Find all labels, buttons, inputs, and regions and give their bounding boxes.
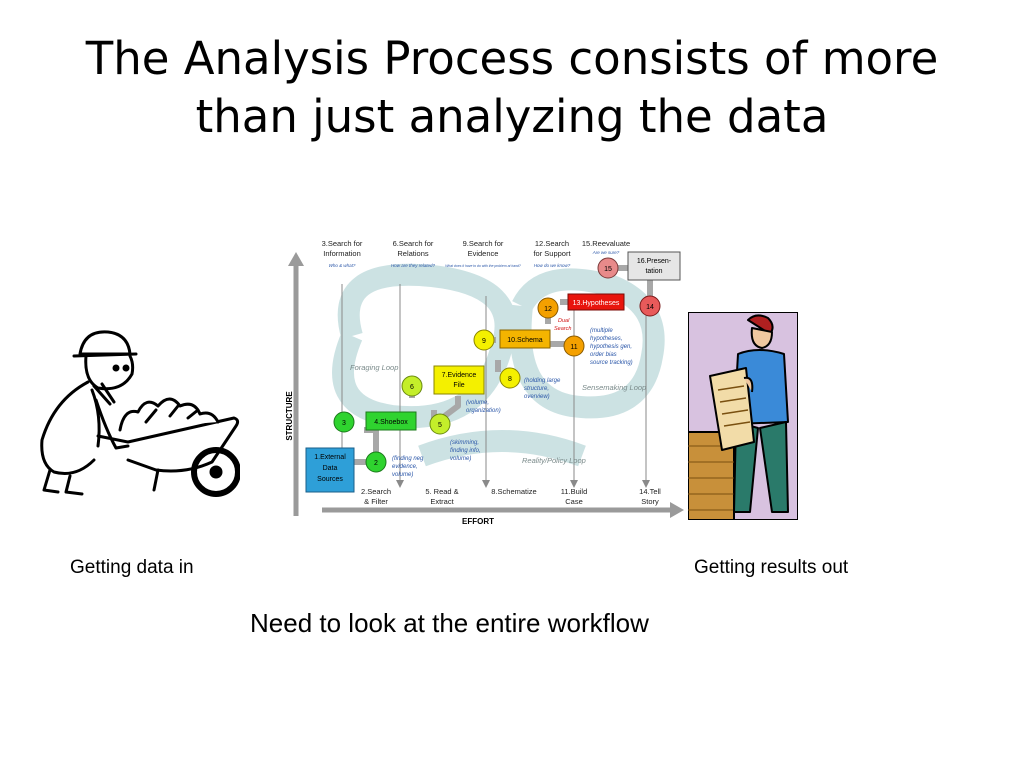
getting-results-out-caption: Getting results out bbox=[694, 557, 849, 578]
note-step-8: (holding large structure, overview) bbox=[524, 378, 561, 400]
top-label-12-line2: for Support bbox=[533, 249, 571, 258]
svg-text:(skimming,: (skimming, bbox=[450, 440, 479, 446]
box-7-evidence-file: 7.Evidence File bbox=[433, 365, 485, 395]
svg-text:(multiple: (multiple bbox=[590, 328, 613, 334]
svg-text:4.Shoebox: 4.Shoebox bbox=[374, 419, 408, 426]
bottom-label-2-line1: 2.Search bbox=[361, 487, 391, 496]
top-label-3-sub: Who & what? bbox=[329, 263, 356, 268]
top-label-12-line1: 12.Search bbox=[535, 239, 569, 248]
svg-text:source tracking): source tracking) bbox=[590, 360, 633, 366]
svg-text:Data: Data bbox=[323, 465, 338, 472]
axis-label-effort: EFFORT bbox=[462, 517, 494, 526]
svg-text:hypotheses,: hypotheses, bbox=[590, 336, 622, 342]
wheelbarrow-worker-illustration bbox=[40, 330, 240, 497]
svg-text:8: 8 bbox=[508, 376, 512, 383]
bottom-label-5-line2: Extract bbox=[430, 497, 454, 506]
slide-title: The Analysis Process consists of more th… bbox=[40, 30, 984, 146]
note-step-7: (volume, organization) bbox=[466, 400, 501, 414]
svg-text:hypothesis gen,: hypothesis gen, bbox=[590, 344, 632, 350]
axis-label-structure: STRUCTURE bbox=[285, 391, 294, 441]
svg-text:7.Evidence: 7.Evidence bbox=[442, 372, 477, 379]
step-circle-9: 9 bbox=[473, 329, 495, 351]
step-circle-2: 2 bbox=[365, 451, 387, 473]
step-circle-11: 11 bbox=[563, 335, 585, 357]
top-label-9-sub: What does it have to do with the problem… bbox=[445, 264, 521, 268]
svg-text:organization): organization) bbox=[466, 408, 501, 414]
top-label-6-line2: Relations bbox=[397, 249, 429, 258]
svg-text:12: 12 bbox=[544, 306, 552, 313]
top-label-3-line1: 3.Search for bbox=[322, 239, 363, 248]
top-label-9-line1: 9.Search for bbox=[463, 239, 504, 248]
getting-data-in-caption: Getting data in bbox=[70, 557, 194, 578]
step-circle-8: 8 bbox=[499, 367, 521, 389]
box-13-hypotheses: 13.Hypotheses bbox=[567, 293, 625, 311]
bottom-label-11-line2: Case bbox=[565, 497, 583, 506]
svg-text:13.Hypotheses: 13.Hypotheses bbox=[573, 300, 620, 307]
box-16-presentation: 16.Presen- tation bbox=[627, 251, 681, 281]
svg-text:Search: Search bbox=[554, 326, 571, 332]
top-label-9-line2: Evidence bbox=[468, 249, 499, 258]
bottom-label-2-line2: & Filter bbox=[364, 497, 388, 506]
foraging-loop-label: Foraging Loop bbox=[350, 363, 398, 372]
step-circle-5: 5 bbox=[429, 413, 451, 435]
top-label-6-sub: How are they related? bbox=[391, 263, 436, 268]
top-label-15-line1: 15.Reevaluate bbox=[582, 239, 630, 248]
title-line-1: The Analysis Process consists of more bbox=[85, 32, 939, 85]
svg-text:1.External: 1.External bbox=[314, 454, 346, 461]
top-label-3-line2: Information bbox=[323, 249, 361, 258]
svg-text:6: 6 bbox=[410, 384, 414, 391]
svg-text:5: 5 bbox=[438, 422, 442, 429]
svg-text:2: 2 bbox=[374, 460, 378, 467]
svg-text:Sources: Sources bbox=[317, 476, 343, 483]
note-dual-search: Dual Search bbox=[554, 318, 571, 332]
step-circle-3: 3 bbox=[333, 411, 355, 433]
svg-text:11: 11 bbox=[570, 344, 577, 351]
svg-text:evidence,: evidence, bbox=[392, 464, 418, 470]
svg-text:Dual: Dual bbox=[558, 318, 570, 324]
step-circle-6: 6 bbox=[401, 375, 423, 397]
svg-text:structure,: structure, bbox=[524, 386, 549, 392]
svg-text:finding info,: finding info, bbox=[450, 448, 481, 454]
bottom-label-8-line1: 8.Schematize bbox=[491, 487, 536, 496]
bottom-label-5-line1: 5. Read & bbox=[425, 487, 458, 496]
svg-text:15: 15 bbox=[604, 266, 612, 273]
svg-text:(volume,: (volume, bbox=[466, 400, 489, 406]
svg-text:9: 9 bbox=[482, 338, 486, 345]
bottom-label-11-line1: 11.Build bbox=[561, 487, 588, 496]
step-circle-12: 12 bbox=[537, 297, 559, 319]
svg-text:10.Schema: 10.Schema bbox=[507, 337, 543, 344]
svg-text:overview): overview) bbox=[524, 394, 550, 400]
step-circle-15: 15 bbox=[597, 257, 619, 279]
top-label-15-sub: Are we sure? bbox=[592, 250, 620, 255]
svg-text:volume): volume) bbox=[392, 472, 413, 478]
presenter-reading-illustration bbox=[688, 312, 798, 520]
svg-text:14: 14 bbox=[646, 304, 654, 311]
note-step-5: (skimming, finding info, volume) bbox=[450, 440, 481, 462]
title-line-2: than just analyzing the data bbox=[195, 90, 829, 143]
svg-text:16.Presen-: 16.Presen- bbox=[637, 258, 672, 265]
workflow-note: Need to look at the entire workflow bbox=[250, 608, 649, 638]
svg-text:(holding large: (holding large bbox=[524, 378, 561, 384]
reality-policy-loop-label: Reality/Policy Loop bbox=[522, 456, 586, 465]
svg-text:order bias: order bias bbox=[590, 352, 617, 358]
note-step-11: (multiple hypotheses, hypothesis gen, or… bbox=[590, 328, 633, 366]
box-1-external-data-sources: 1.External Data Sources bbox=[305, 447, 355, 493]
svg-text:3: 3 bbox=[342, 420, 346, 427]
note-step-2: (finding neg evidence, volume) bbox=[392, 456, 424, 478]
svg-text:tation: tation bbox=[645, 268, 662, 275]
sensemaking-loop-label: Sensemaking Loop bbox=[582, 383, 646, 392]
svg-text:volume): volume) bbox=[450, 456, 471, 462]
top-label-12-sub: How do we know? bbox=[534, 263, 571, 268]
svg-text:File: File bbox=[453, 382, 464, 389]
box-4-shoebox: 4.Shoebox bbox=[365, 411, 417, 431]
step-circle-14: 14 bbox=[639, 295, 661, 317]
sensemaking-process-diagram: STRUCTURE EFFORT Foraging Loop Sensemaki… bbox=[282, 226, 692, 530]
svg-text:(finding neg: (finding neg bbox=[392, 456, 424, 462]
bottom-label-14-line1: 14.Tell bbox=[639, 487, 661, 496]
top-label-6-line1: 6.Search for bbox=[393, 239, 434, 248]
axis-lines bbox=[288, 252, 684, 518]
box-10-schema: 10.Schema bbox=[499, 329, 551, 349]
bottom-label-14-line2: Story bbox=[641, 497, 659, 506]
